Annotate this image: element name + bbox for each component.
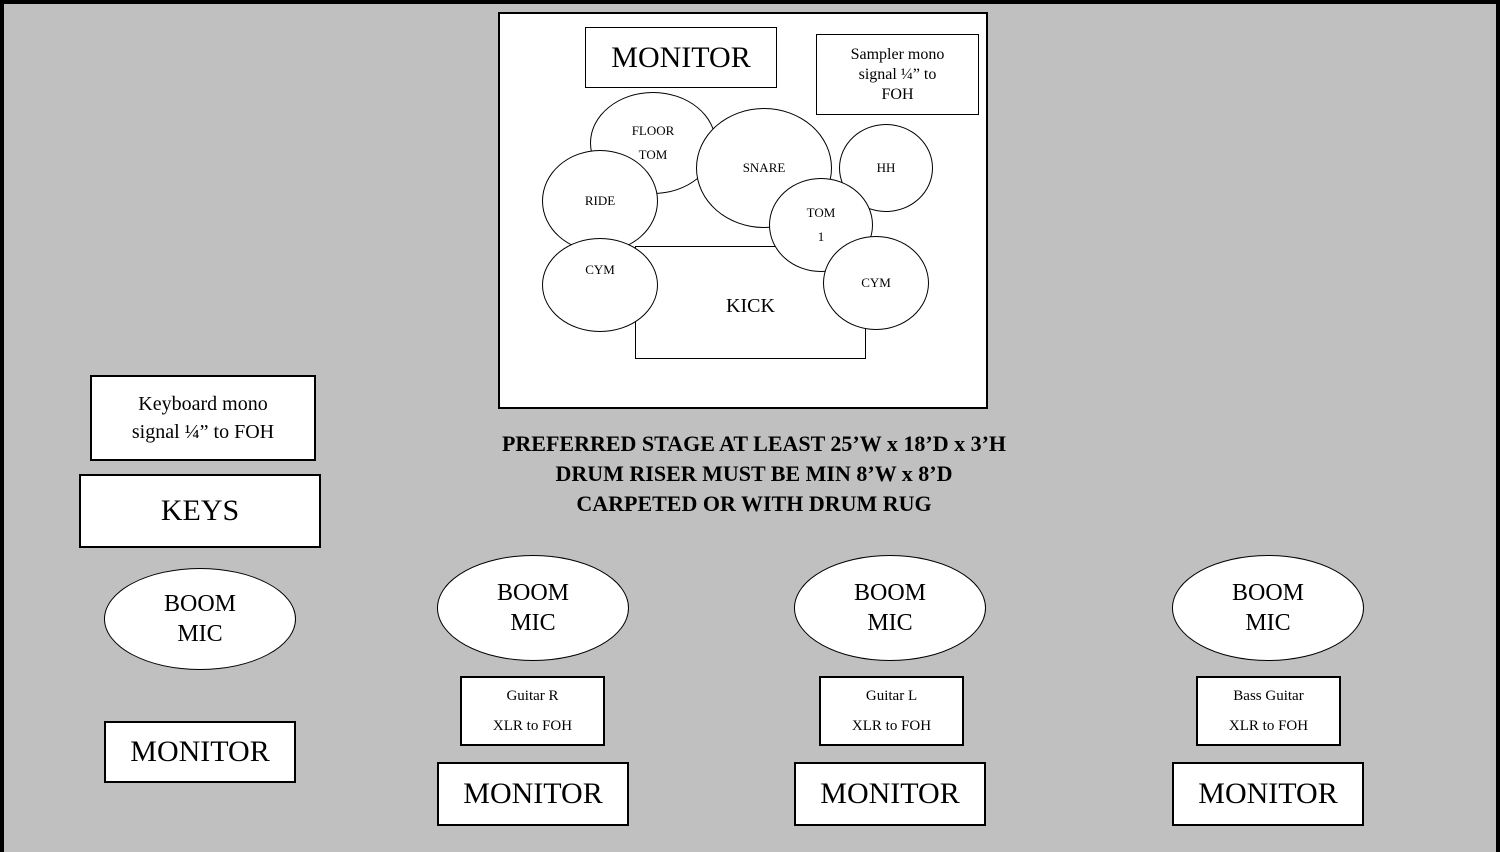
keys-mic-line-1: BOOM	[163, 591, 236, 617]
drum-riser: MONITOR Sampler mono signal ¼” to FOH KI…	[498, 12, 988, 409]
drum-monitor-label: MONITOR	[611, 40, 751, 74]
tom-1-line-2: 1	[817, 229, 825, 244]
keys-position: KEYS	[79, 474, 321, 548]
guitar-l-mic-line-1: BOOM	[853, 580, 926, 606]
crash-cymbal-left: CYM	[542, 238, 658, 332]
keys-label: KEYS	[160, 494, 240, 527]
keys-monitor-label: MONITOR	[130, 735, 270, 768]
sampler-signal-box: Sampler mono signal ¼” to FOH	[816, 34, 979, 115]
guitar-r-mic-line-1: BOOM	[496, 580, 569, 606]
guitar-r-signal-line-1: Guitar R	[506, 688, 559, 704]
guitar-r-mic-line-2: MIC	[510, 610, 556, 636]
note-carpet: CARPETED OR WITH DRUM RUG	[576, 491, 932, 516]
bass-monitor: MONITOR	[1172, 762, 1364, 826]
guitar-r-monitor: MONITOR	[437, 762, 629, 826]
keys-mic-line-2: MIC	[177, 621, 223, 647]
snare-label: SNARE	[742, 160, 786, 175]
note-stage-size: PREFERRED STAGE AT LEAST 25’W x 18’D x 3…	[501, 431, 1007, 456]
bass-boom-mic: BOOM MIC	[1172, 555, 1364, 661]
ride-cymbal: RIDE	[542, 150, 658, 252]
stage-requirements: PREFERRED STAGE AT LEAST 25’W x 18’D x 3…	[404, 429, 1104, 519]
guitar-l-mic-line-2: MIC	[867, 610, 913, 636]
guitar-l-signal-box: Guitar L XLR to FOH	[819, 676, 964, 746]
keyboard-signal-line-2: signal ¼” to FOH	[131, 421, 275, 443]
guitar-l-signal-line-2: XLR to FOH	[851, 718, 932, 734]
guitar-l-monitor: MONITOR	[794, 762, 986, 826]
sampler-line-1: Sampler mono	[850, 45, 945, 63]
bass-mic-line-2: MIC	[1245, 610, 1291, 636]
bass-monitor-label: MONITOR	[1198, 777, 1338, 810]
cym-left-label: CYM	[585, 262, 615, 277]
keys-boom-mic: BOOM MIC	[104, 568, 296, 670]
guitar-l-monitor-label: MONITOR	[820, 777, 960, 810]
guitar-l-boom-mic: BOOM MIC	[794, 555, 986, 661]
guitar-r-monitor-label: MONITOR	[463, 777, 603, 810]
guitar-l-signal-line-1: Guitar L	[865, 688, 918, 704]
floor-tom-line-2: TOM	[638, 147, 668, 162]
sampler-line-3: FOH	[881, 85, 914, 103]
tom-1-line-1: TOM	[806, 205, 836, 220]
bass-signal-box: Bass Guitar XLR to FOH	[1196, 676, 1341, 746]
keys-monitor: MONITOR	[104, 721, 296, 783]
bass-signal-line-2: XLR to FOH	[1228, 718, 1309, 734]
sampler-line-2: signal ¼” to	[858, 65, 937, 83]
floor-tom: FLOOR TOM	[590, 92, 716, 194]
floor-tom-line-1: FLOOR	[631, 123, 675, 138]
cym-right-label: CYM	[861, 275, 891, 290]
ride-label: RIDE	[584, 193, 616, 208]
guitar-r-signal-box: Guitar R XLR to FOH	[460, 676, 605, 746]
guitar-r-signal-line-2: XLR to FOH	[492, 718, 573, 734]
note-riser-size: DRUM RISER MUST BE MIN 8’W x 8’D	[555, 461, 953, 486]
bass-signal-line-1: Bass Guitar	[1233, 688, 1304, 704]
crash-cymbal-right: CYM	[823, 236, 929, 330]
hi-hat-label: HH	[876, 160, 896, 175]
bass-mic-line-1: BOOM	[1231, 580, 1304, 606]
drum-monitor: MONITOR	[585, 27, 777, 88]
keyboard-signal-box: Keyboard mono signal ¼” to FOH	[90, 375, 316, 461]
guitar-r-boom-mic: BOOM MIC	[437, 555, 629, 661]
keyboard-signal-line-1: Keyboard mono	[138, 393, 268, 415]
kick-label: KICK	[726, 295, 775, 317]
